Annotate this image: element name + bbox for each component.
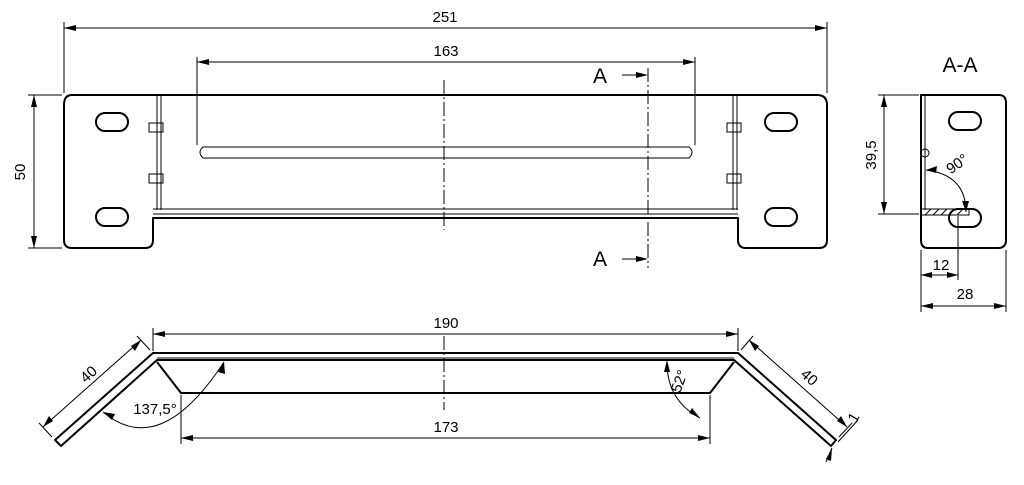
dim-section-depth-label: 28 [957,286,974,303]
top-view-flange [156,361,735,394]
tab-left-bottom [148,173,164,184]
tab-left-top [148,122,164,133]
section-title: A-A [942,54,977,77]
section-slot-top [948,111,982,131]
section-view: A-A 90° [920,54,1007,249]
dim-thickness-label: 1 [845,410,864,426]
dim-section-height: 39,5 [863,94,919,215]
mount-slot-left-bottom [95,207,129,227]
section-flange [920,208,970,216]
dim-angle-left: 137,5° [102,361,225,429]
dim-section-height-label: 39,5 [863,140,880,169]
section-outline [920,94,1007,249]
dim-slot-length: 163 [196,43,696,145]
mount-slot-right-top [764,112,798,132]
dim-angle-right: 52° [664,359,701,419]
section-marker-top-label: A [593,65,607,88]
section-marker-top: A [593,65,648,88]
section-marker-bottom-label: A [593,248,607,271]
dim-overall-width-label: 251 [432,9,457,26]
dim-wing-left: 40 [38,335,151,438]
long-slot [199,146,693,159]
dim-overall-width: 251 [63,9,828,93]
dim-section-offset-label: 12 [933,257,950,274]
mount-slot-right-bottom [764,207,798,227]
tab-right-top [726,122,742,133]
front-view-outline [63,94,828,249]
dim-inner-span-label: 173 [433,419,458,436]
section-marker-bottom: A [593,248,648,271]
section-slot-bottom [948,208,982,228]
dim-wing-left-label: 40 [77,363,101,387]
front-view [63,68,828,268]
top-view-outer [54,352,837,447]
tab-right-bottom [726,173,742,184]
dim-angle-right-label: 52° [668,368,692,395]
top-view [54,336,837,447]
mount-slot-left-top [95,112,129,132]
dim-height-label: 50 [12,164,29,181]
section-angle-arc [925,169,967,213]
section-angle-label: 90° [943,151,971,178]
dim-section-depth: 28 [921,250,1007,312]
dim-bottom-span-label: 190 [433,315,458,332]
dim-inner-span: 173 [180,395,711,444]
dim-section-offset: 12 [920,216,959,312]
section-hinge [920,148,930,158]
dim-angle-left-label: 137,5° [133,401,177,418]
dim-bottom-span: 190 [152,315,739,351]
dim-wing-right: 40 [740,335,853,438]
dim-slot-length-label: 163 [433,43,458,60]
dim-height: 50 [12,94,62,249]
